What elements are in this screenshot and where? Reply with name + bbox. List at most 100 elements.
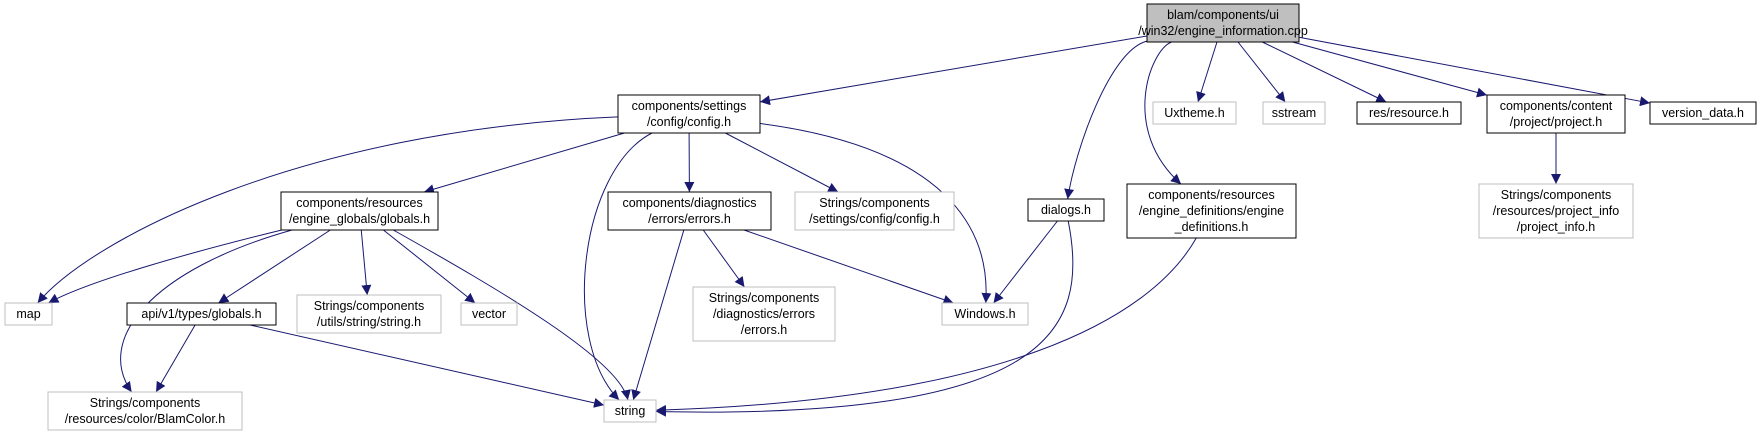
node-label-strutil-line-1: /utils/string/string.h [317, 315, 421, 329]
node-label-project-line-1: /project/project.h [1510, 115, 1602, 129]
edge-root-to-config [759, 35, 1148, 106]
edge-errors-to-string [631, 229, 685, 401]
edge-errors-to-strerr [702, 229, 745, 288]
node-label-map-line-0: map [16, 307, 40, 321]
node-resource[interactable]: res/resource.h [1356, 101, 1462, 125]
node-box-projinfo [1478, 183, 1634, 239]
edge-root-to-engdefs [1144, 41, 1182, 185]
edge-config-to-globals [423, 132, 625, 194]
node-root[interactable]: blam/components/ui/win32/engine_informat… [1138, 3, 1308, 43]
edge-engdefs-to-string [655, 237, 1197, 415]
node-label-project-line-0: components/content [1500, 99, 1613, 113]
node-label-errors-line-1: /errors/errors.h [648, 212, 731, 226]
node-label-root-line-1: /win32/engine_information.cpp [1138, 24, 1308, 38]
node-box-sstream [1262, 101, 1326, 125]
node-label-blamcolor-line-1: /resources/color/BlamColor.h [65, 412, 226, 426]
node-projinfo: Strings/components/resources/project_inf… [1478, 183, 1634, 239]
node-box-apiglobals[interactable] [126, 302, 277, 326]
edge-root-to-project [1292, 41, 1488, 98]
node-box-blamcolor [47, 391, 243, 431]
node-label-uxtheme-line-0: Uxtheme.h [1164, 106, 1224, 120]
node-box-errors[interactable] [607, 191, 772, 231]
node-label-globals-line-1: /engine_globals/globals.h [289, 212, 430, 226]
node-label-dialogs-line-0: dialogs.h [1041, 203, 1091, 217]
edge-apiglobals-to-string [249, 324, 605, 408]
node-box-config[interactable] [617, 94, 761, 134]
edge-root-to-resource [1262, 41, 1387, 103]
edge-errors-to-windows [743, 229, 954, 305]
edge-config-to-strcfg [725, 132, 839, 193]
node-version[interactable]: version_data.h [1649, 101, 1757, 125]
node-label-engdefs-line-0: components/resources [1148, 188, 1274, 202]
node-label-vector-line-0: vector [472, 307, 506, 321]
node-vector: vector [460, 302, 518, 326]
edge-config-to-map [37, 116, 619, 304]
node-blamcolor: Strings/components/resources/color/BlamC… [47, 391, 243, 431]
node-errors[interactable]: components/diagnostics/errors/errors.h [607, 191, 772, 231]
node-box-dialogs[interactable] [1027, 198, 1105, 222]
edge-root-to-sstream [1237, 41, 1286, 103]
node-strutil: Strings/components/utils/string/string.h [296, 294, 442, 334]
node-box-strerr [692, 286, 836, 342]
node-box-uxtheme [1152, 101, 1237, 125]
node-box-engdefs[interactable] [1126, 183, 1297, 239]
node-label-engdefs-line-2: _definitions.h [1174, 220, 1249, 234]
node-label-globals-line-0: components/resources [296, 196, 422, 210]
node-label-errors-line-0: components/diagnostics [622, 196, 756, 210]
node-box-version[interactable] [1649, 101, 1757, 125]
node-engdefs[interactable]: components/resources/engine_definitions/… [1126, 183, 1297, 239]
node-label-version-line-0: version_data.h [1662, 106, 1744, 120]
node-label-strcfg-line-1: /settings/config/config.h [809, 212, 940, 226]
node-box-globals[interactable] [280, 191, 439, 231]
node-label-config-line-0: components/settings [632, 99, 747, 113]
node-apiglobals[interactable]: api/v1/types/globals.h [126, 302, 277, 326]
node-label-strerr-line-1: /diagnostics/errors [713, 307, 815, 321]
node-label-resource-line-0: res/resource.h [1369, 106, 1449, 120]
node-uxtheme: Uxtheme.h [1152, 101, 1237, 125]
node-label-projinfo-line-1: /resources/project_info [1493, 204, 1620, 218]
node-box-project[interactable] [1486, 94, 1626, 134]
node-layer: blam/components/ui/win32/engine_informat… [4, 3, 1757, 431]
node-label-string-line-0: string [615, 404, 646, 418]
node-box-strutil [296, 294, 442, 334]
edge-dialogs-to-string [655, 220, 1074, 417]
node-label-strcfg-line-0: Strings/components [819, 196, 929, 210]
node-label-apiglobals-line-0: api/v1/types/globals.h [141, 307, 261, 321]
edge-apiglobals-to-blamcolor [155, 324, 196, 393]
node-dialogs[interactable]: dialogs.h [1027, 198, 1105, 222]
edge-globals-to-map [48, 229, 282, 304]
node-label-strerr-line-2: /errors.h [741, 323, 788, 337]
node-box-strcfg [794, 191, 955, 231]
edge-globals-to-string [393, 229, 631, 401]
node-label-windows-line-0: Windows.h [954, 307, 1015, 321]
node-label-root-line-0: blam/components/ui [1167, 8, 1279, 22]
edge-root-to-uxtheme [1196, 41, 1218, 103]
node-label-strutil-line-0: Strings/components [314, 299, 424, 313]
node-label-projinfo-line-2: /project_info.h [1517, 220, 1596, 234]
node-project[interactable]: components/content/project/project.h [1486, 94, 1626, 134]
node-label-strerr-line-0: Strings/components [709, 291, 819, 305]
node-label-blamcolor-line-0: Strings/components [90, 396, 200, 410]
edge-globals-to-apiglobals [218, 229, 331, 304]
node-box-string [603, 399, 657, 423]
node-box-vector [460, 302, 518, 326]
node-windows: Windows.h [941, 302, 1029, 326]
node-label-projinfo-line-0: Strings/components [1501, 188, 1611, 202]
edge-globals-to-strutil [360, 229, 372, 296]
node-config[interactable]: components/settings/config/config.h [617, 94, 761, 134]
edge-config-to-string [584, 132, 653, 401]
node-label-config-line-1: /config/config.h [647, 115, 731, 129]
node-map: map [4, 302, 53, 326]
node-strerr: Strings/components/diagnostics/errors/er… [692, 286, 836, 342]
edge-dialogs-to-windows [993, 220, 1058, 304]
node-box-resource[interactable] [1356, 101, 1462, 125]
node-box-root[interactable] [1146, 3, 1300, 43]
node-strcfg: Strings/components/settings/config/confi… [794, 191, 955, 231]
node-label-sstream-line-0: sstream [1272, 106, 1316, 120]
node-globals[interactable]: components/resources/engine_globals/glob… [280, 191, 439, 231]
edge-globals-to-vector [383, 229, 476, 304]
node-box-windows [941, 302, 1029, 326]
edge-root-to-dialogs [1064, 40, 1148, 200]
edge-root-to-version [1298, 36, 1651, 107]
